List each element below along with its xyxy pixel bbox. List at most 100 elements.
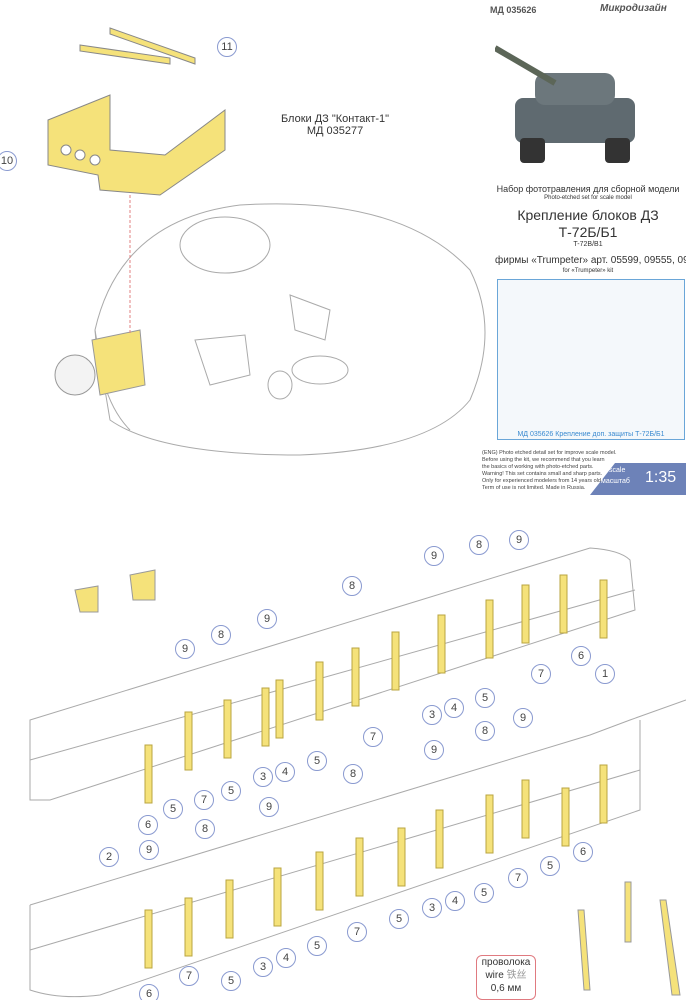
scale-label-en: scale — [609, 467, 626, 474]
part-callout: 5 — [389, 909, 409, 929]
bracket-parts — [144, 574, 608, 969]
part-callout: 7 — [194, 790, 214, 810]
part-callout: 7 — [179, 966, 199, 986]
subtitle-ru: Набор фототравления для сборной модели — [496, 184, 680, 194]
notice: (ENG) Photo etched detail set for improv… — [482, 450, 617, 492]
sheet-label: МД 035626 Крепление доп. защиты Т-72Б/Б1 — [517, 431, 665, 438]
part-callout: 11 — [217, 37, 237, 57]
scale-badge-edge — [590, 463, 615, 495]
part-callout: 9 — [257, 609, 277, 629]
wire-ru: проволока — [481, 957, 531, 968]
part-callout: 7 — [531, 664, 551, 684]
part-callout: 5 — [221, 971, 241, 991]
notice-line: Before using the kit, we recommend that … — [482, 457, 605, 463]
reference-note: Блоки ДЗ "Контакт-1" МД 035277 — [270, 113, 400, 137]
bracket-part — [561, 787, 570, 847]
scale-label-ru: масштаб — [601, 478, 630, 485]
bracket-part — [184, 897, 193, 957]
part-callout: 8 — [211, 625, 231, 645]
part-callout: 2 — [99, 847, 119, 867]
kit-ru: фирмы «Trumpeter» арт. 05599, 09555, 096… — [495, 255, 686, 266]
reference-line1: Блоки ДЗ "Контакт-1" — [280, 113, 390, 125]
part-callout: 5 — [221, 781, 241, 801]
hull-drawing — [29, 547, 686, 998]
notice-line: Term of use is not limited. Made in Russ… — [482, 485, 586, 491]
bracket-part — [225, 879, 234, 939]
notice-line: Warning! This set contains small and sha… — [482, 471, 603, 477]
bracket-part — [261, 687, 270, 747]
part-callout: 5 — [475, 688, 495, 708]
bracket-part — [485, 599, 494, 659]
part-callout: 8 — [342, 576, 362, 596]
small-parts — [74, 569, 681, 996]
part-callout: 8 — [195, 819, 215, 839]
bracket-part — [144, 909, 153, 969]
part-callout: 4 — [445, 891, 465, 911]
part-callout: 4 — [275, 762, 295, 782]
kit-en: for «Trumpeter» kit — [562, 268, 614, 274]
part-callout: 5 — [163, 799, 183, 819]
part-callout: 7 — [363, 727, 383, 747]
bracket-part — [397, 827, 406, 887]
part-callout: 9 — [259, 797, 279, 817]
part-callout: 6 — [139, 984, 159, 1000]
photo-etch-sheet: МД 035626 Крепление доп. защиты Т-72Б/Б1 — [497, 279, 685, 440]
part-callout: 4 — [444, 698, 464, 718]
part-callout: 9 — [424, 546, 444, 566]
bracket-part — [559, 574, 568, 634]
bracket-part — [437, 614, 446, 674]
bracket-part — [315, 661, 324, 721]
part-callout: 7 — [347, 922, 367, 942]
part-callout: 8 — [343, 764, 363, 784]
part-callout: 4 — [276, 948, 296, 968]
model-title: Т-72Б/Б1 — [558, 224, 618, 240]
part-callout: 3 — [422, 898, 442, 918]
brand-logo: Микродизайн — [600, 3, 667, 14]
part-callout: 3 — [253, 767, 273, 787]
notice-line: Only for experienced modelers from 14 ye… — [482, 478, 603, 484]
model-en: T-72B/B1 — [573, 241, 603, 248]
part-callout: 9 — [424, 740, 444, 760]
reference-line2: МД 035277 — [306, 125, 364, 137]
product-title: Крепление блоков ДЗ — [517, 207, 659, 223]
part-callout: 8 — [475, 721, 495, 741]
scale-value: 1:35 — [645, 469, 677, 486]
part-callout: 1 — [595, 664, 615, 684]
part-callout: 6 — [571, 646, 591, 666]
bracket-part — [599, 579, 608, 639]
part-callout: 3 — [253, 957, 273, 977]
part-callout: 6 — [138, 815, 158, 835]
bracket-part — [273, 867, 282, 927]
bracket-part — [223, 699, 232, 759]
notice-line: the basics of working with photo-etched … — [482, 464, 594, 470]
part-callout: 9 — [509, 530, 529, 550]
bracket-part — [435, 809, 444, 869]
part-callout: 7 — [508, 868, 528, 888]
part-callout: 5 — [307, 936, 327, 956]
wire-zh: 铁丝 — [506, 970, 527, 981]
notice-line: (ENG) Photo etched detail set for improv… — [482, 450, 617, 456]
bracket-part — [391, 631, 400, 691]
turret-part-10-installed — [54, 329, 146, 396]
bracket-part — [485, 794, 494, 854]
subtitle-en: Photo-etched set for scale model — [544, 195, 632, 201]
bracket-part — [144, 744, 153, 804]
tank-photo — [493, 38, 655, 168]
bracket-part — [599, 764, 608, 824]
bracket-part — [355, 837, 364, 897]
scale-badge: scale масштаб 1:35 — [601, 463, 686, 495]
part-callout: 8 — [469, 535, 489, 555]
part-callout: 5 — [540, 856, 560, 876]
article-number: МД 035626 — [490, 5, 537, 15]
turret-drawing — [94, 203, 486, 456]
bracket-part — [184, 711, 193, 771]
wire-size: 0,6 мм — [490, 983, 522, 994]
bracket-part — [315, 851, 324, 911]
bracket-part — [275, 679, 284, 739]
part-callout: 5 — [307, 751, 327, 771]
part-callout: 3 — [422, 705, 442, 725]
part-10 — [47, 94, 226, 196]
wire-en: wire — [485, 970, 504, 981]
